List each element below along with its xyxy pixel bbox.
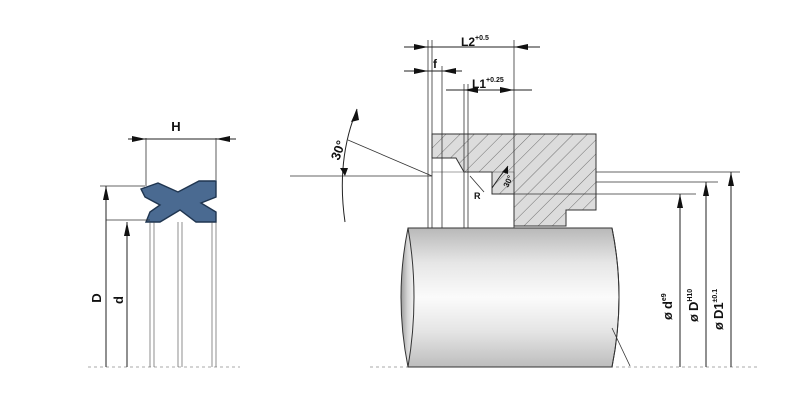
f-label: f (433, 57, 438, 71)
l1-label: L1+0.25 (472, 77, 504, 91)
angle-arc (341, 108, 358, 223)
chamfer-line (347, 139, 433, 177)
seal-profile (140, 180, 217, 223)
h-label: H (171, 119, 180, 134)
radius-label: R (474, 191, 481, 201)
d-inner-arrow (124, 222, 130, 236)
l2-label: L2+0.5 (461, 35, 489, 49)
d-outer-label: D (89, 293, 104, 302)
groove-lines (427, 40, 515, 228)
rod (400, 227, 631, 368)
d1-label: øD1±0.1 (711, 289, 726, 330)
h-arrow-left (132, 136, 146, 142)
h-arrow-right (216, 136, 230, 142)
rod-d-label: øde9 (660, 293, 675, 320)
right-install-view: 30° L2+0.5 f L1+0.25 R 30° øde9 øDH10 (290, 35, 760, 368)
angle-label: 30° (328, 138, 349, 162)
d-outer-arrow (103, 186, 109, 200)
left-seal-view: H D d (88, 119, 240, 368)
d-inner-label: d (111, 296, 126, 304)
bore-D-label: øDH10 (686, 289, 701, 322)
seal-body-lines (149, 222, 217, 367)
